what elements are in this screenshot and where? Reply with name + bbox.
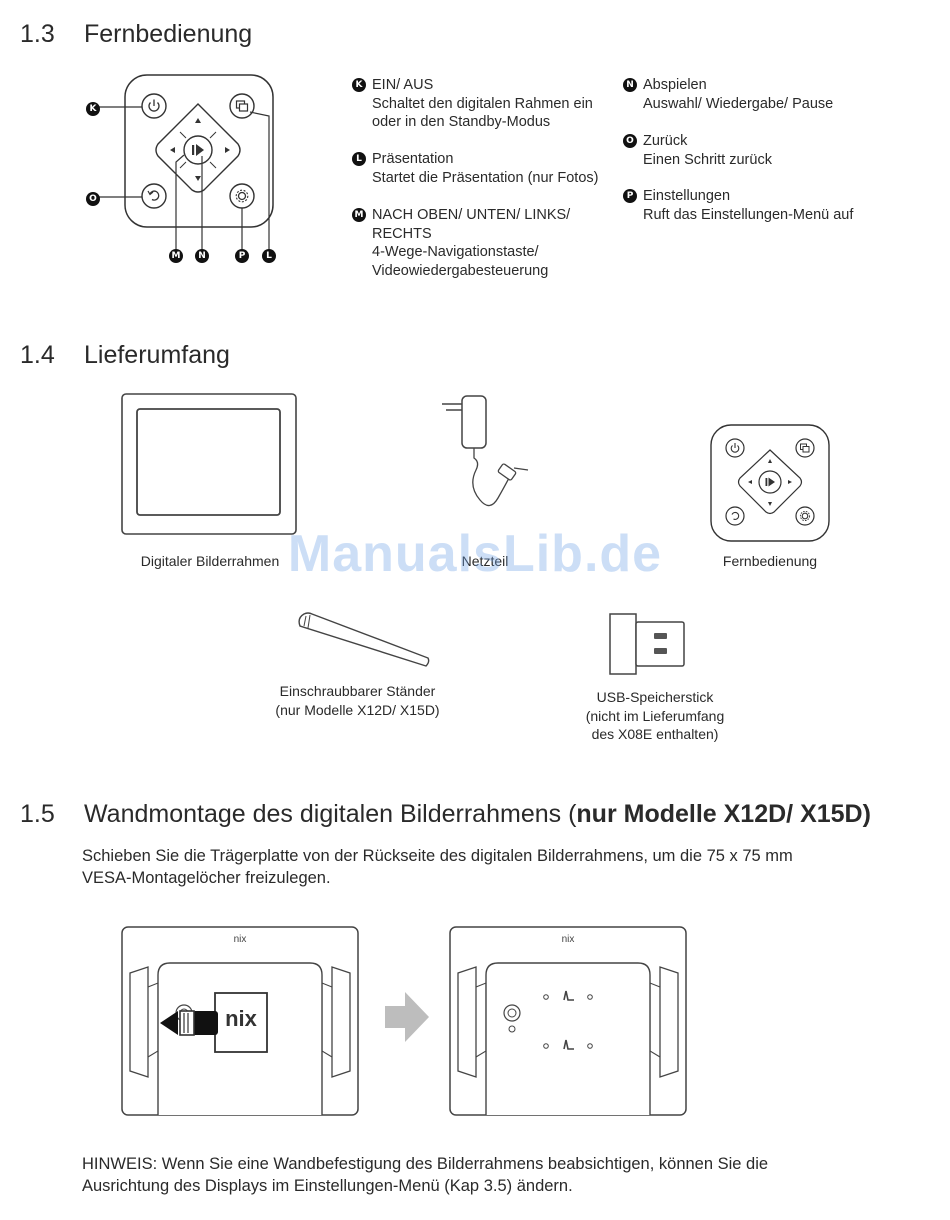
section-heading-1-3: 1.3 Fernbedienung xyxy=(20,20,252,49)
legend-line: Startet die Präsentation (nur Fotos) xyxy=(372,169,599,186)
section-title: Lieferumfang xyxy=(84,341,230,369)
legend-line: 4-Wege-Navigationstaste/ xyxy=(372,244,539,260)
settings-button-icon xyxy=(229,183,255,209)
remote-diagram xyxy=(93,74,274,253)
section-number: 1.5 xyxy=(20,800,55,828)
stand-illustration xyxy=(298,612,430,667)
section-number: 1.3 xyxy=(20,20,55,48)
watermark: ManualsLib.de xyxy=(287,525,663,583)
back-button-icon xyxy=(141,183,167,209)
legend-title: Zurück xyxy=(643,133,688,149)
caption-adapter: Netzteil xyxy=(461,553,509,569)
legend-line: oder in den Standby-Modus xyxy=(372,114,551,130)
brand-logo-right: nix xyxy=(561,934,575,945)
legend-line: Videowiedergabesteuerung xyxy=(372,262,549,279)
legend-line: RECHTS xyxy=(372,225,432,242)
remote-badge-m: M xyxy=(169,249,183,263)
legend-badge: P xyxy=(623,189,637,203)
caption-stand: Einschraubbarer Ständer (nur Modelle X12… xyxy=(250,682,465,719)
section-title-bold: nur Modelle X12D/ X15D) xyxy=(576,800,871,828)
note-text: HINWEIS: Wenn Sie eine Wandbefestigung d… xyxy=(82,1153,932,1197)
plate-brand-logo: nix xyxy=(225,1006,257,1031)
frame-back-with-plate-illustration xyxy=(121,926,359,1116)
legend-item-k: K EIN/ AUS Schaltet den digitalen Rahmen … xyxy=(352,76,593,132)
legend-badge: K xyxy=(352,78,366,92)
legend-title: Abspielen xyxy=(643,77,707,93)
remote-badge-l: L xyxy=(262,249,276,263)
frame-back-vesa-illustration xyxy=(449,926,687,1116)
power-adapter-illustration xyxy=(442,395,529,507)
mount-instructions: Schieben Sie die Trägerplatte von der Rü… xyxy=(82,845,932,889)
section-title: Wandmontage des digitalen Bilderrahmens … xyxy=(84,800,577,828)
legend-badge: L xyxy=(352,152,366,166)
legend-badge: O xyxy=(623,134,637,148)
caption-usb: USB-Speicherstick (nicht im Lieferumfang… xyxy=(555,688,755,744)
section-title: Fernbedienung xyxy=(84,20,253,48)
note-line: Ausrichtung des Displays im Einstellunge… xyxy=(82,1177,573,1195)
note-line: HINWEIS: Wenn Sie eine Wandbefestigung d… xyxy=(82,1155,769,1173)
mount-instructions-line: VESA-Montagelöcher freizulegen. xyxy=(82,869,331,887)
power-button-icon xyxy=(141,93,167,119)
slideshow-button-icon xyxy=(229,93,255,119)
legend-line: Einen Schritt zurück xyxy=(643,151,772,168)
caption-line: (nicht im Lieferumfang xyxy=(585,707,725,724)
remote-illustration xyxy=(710,424,830,542)
remote-badge-k: K xyxy=(86,102,100,116)
legend-line: Schaltet den digitalen Rahmen ein xyxy=(372,95,593,112)
caption-frame: Digitaler Bilderrahmen xyxy=(140,553,280,569)
caption-line: des X08E enthalten) xyxy=(591,726,719,742)
section-heading-1-5: 1.5 Wandmontage des digitalen Bilderrahme… xyxy=(20,800,871,829)
photo-frame-illustration xyxy=(121,393,297,535)
caption-line: (nur Modelle X12D/ X15D) xyxy=(275,701,440,718)
legend-title: Einstellungen xyxy=(643,188,731,204)
remote-badge-n: N xyxy=(195,249,209,263)
legend-title: EIN/ AUS xyxy=(372,77,434,93)
caption-line: USB-Speicherstick xyxy=(596,689,714,705)
section-number: 1.4 xyxy=(20,341,55,369)
legend-badge: N xyxy=(623,78,637,92)
mount-instructions-line: Schieben Sie die Trägerplatte von der Rü… xyxy=(82,847,793,865)
section-heading-1-4: 1.4 Lieferumfang xyxy=(20,341,230,370)
arrow-right-icon xyxy=(385,992,429,1042)
caption-remote: Fernbedienung xyxy=(722,553,818,569)
legend-title: NACH OBEN/ UNTEN/ LINKS/ xyxy=(372,207,571,223)
legend-line: Auswahl/ Wiedergabe/ Pause xyxy=(643,95,834,112)
legend-line: Ruft das Einstellungen-Menü auf xyxy=(643,206,854,223)
remote-badge-o: O xyxy=(86,192,100,206)
legend-title: Präsentation xyxy=(372,151,454,167)
remote-badge-p: P xyxy=(235,249,249,263)
usb-stick-illustration xyxy=(609,613,685,675)
legend-badge: M xyxy=(352,208,366,222)
dpad-icon xyxy=(155,103,241,193)
legend-item-m: M NACH OBEN/ UNTEN/ LINKS/RECHTS 4-Wege-N… xyxy=(352,206,570,280)
brand-logo-left: nix xyxy=(233,934,247,945)
caption-line: Einschraubbarer Ständer xyxy=(279,683,436,699)
